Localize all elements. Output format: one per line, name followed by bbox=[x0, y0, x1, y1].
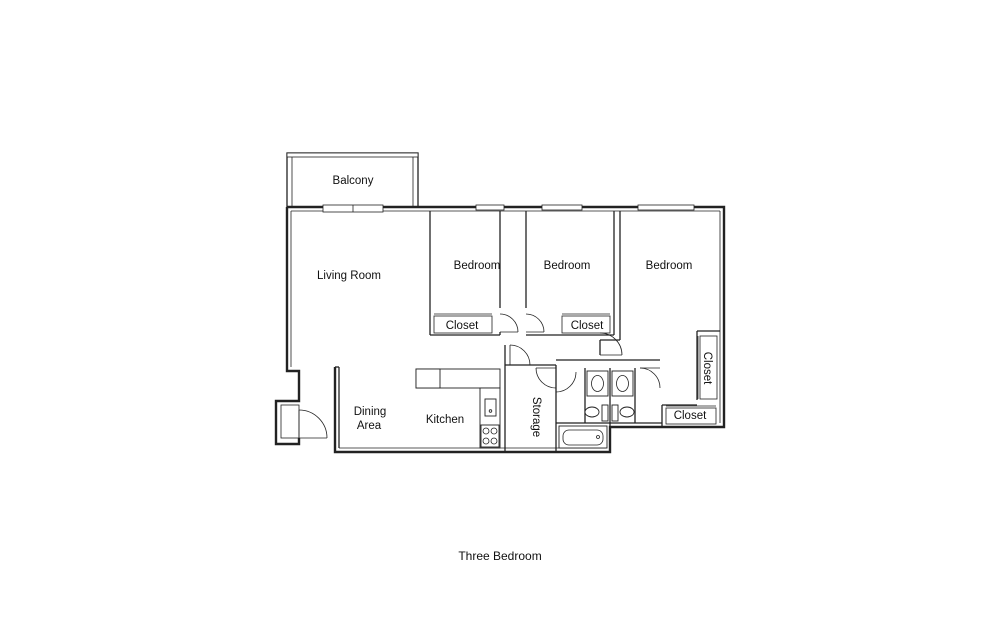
room-label-closet-2: Closet bbox=[571, 320, 604, 332]
room-label-dining: Dining bbox=[354, 406, 387, 418]
interior-walls bbox=[335, 211, 720, 452]
room-label-bedroom-1: Bedroom bbox=[454, 260, 501, 272]
room-label-kitchen: Kitchen bbox=[426, 414, 464, 426]
room-label-closet-1: Closet bbox=[446, 320, 479, 332]
room-label-balcony: Balcony bbox=[333, 175, 374, 187]
closets bbox=[433, 313, 718, 425]
room-label-bedroom-2: Bedroom bbox=[544, 260, 591, 272]
room-label-closet-3: Closet bbox=[674, 410, 707, 422]
bath-fixtures bbox=[558, 370, 635, 449]
room-label-bedroom-3: Bedroom bbox=[646, 260, 693, 272]
room-label-area: Area bbox=[357, 420, 382, 432]
plan-caption: Three Bedroom bbox=[458, 549, 542, 563]
windows bbox=[322, 204, 695, 213]
room-label-living-room: Living Room bbox=[317, 270, 381, 282]
kitchen-counters bbox=[415, 368, 501, 449]
room-labels: Balcony Living Room Bedroom Bedroom Bedr… bbox=[317, 175, 713, 437]
room-label-closet-side: Closet bbox=[701, 352, 713, 385]
entry-door bbox=[280, 404, 328, 439]
doors bbox=[499, 313, 661, 393]
room-label-storage: Storage bbox=[530, 397, 542, 437]
